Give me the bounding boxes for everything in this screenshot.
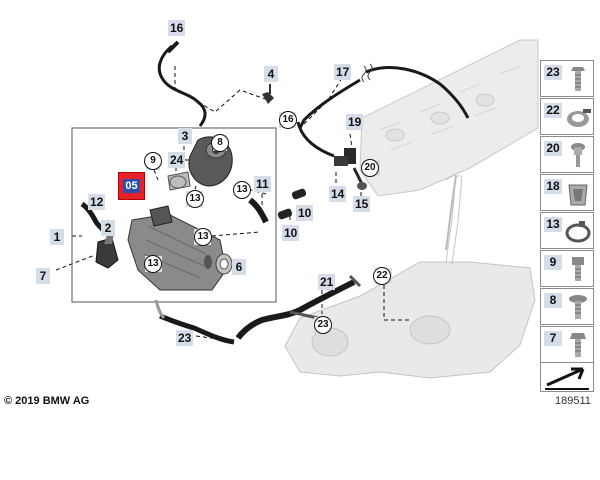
legend-label: 23 <box>544 65 562 80</box>
egr-cooler <box>127 205 233 291</box>
callout-1[interactable]: 1 <box>50 229 64 245</box>
callout-12[interactable]: 12 <box>88 194 106 210</box>
cylinder-head-shape <box>359 39 539 197</box>
bolt-4 <box>262 84 274 104</box>
callout-11[interactable]: 11 <box>254 176 271 192</box>
callout-3[interactable]: 3 <box>178 128 192 144</box>
legend-label: 9 <box>544 255 562 270</box>
legend-item-23[interactable]: 23 <box>540 60 594 97</box>
callout-6[interactable]: 6 <box>232 259 246 275</box>
circled-ref-9: 9 <box>144 152 162 170</box>
callout-17[interactable]: 17 <box>334 64 352 80</box>
hose-clamp-icon <box>565 221 591 243</box>
callout-7[interactable]: 7 <box>36 268 50 284</box>
legend-label: 20 <box>544 141 562 156</box>
egr-pipe-21 <box>235 279 356 340</box>
callout-15[interactable]: 15 <box>353 196 371 212</box>
legend-item-9[interactable]: 9 <box>540 250 594 287</box>
legend-label: 7 <box>544 331 562 346</box>
callout-21[interactable]: 21 <box>318 274 336 290</box>
legend-label: 18 <box>544 179 562 194</box>
coolant-hose-11 <box>248 197 269 224</box>
legend-label: 13 <box>544 217 562 232</box>
callout-10b[interactable]: 10 <box>282 225 300 241</box>
hose-end <box>166 40 180 54</box>
circled-ref-20: 20 <box>361 159 379 177</box>
egr-pipe-23 <box>159 313 235 345</box>
callout-4[interactable]: 4 <box>264 66 278 82</box>
vacuum-hose-16 <box>157 44 207 127</box>
vacuum-line-17 <box>365 66 470 119</box>
break-symbol <box>361 63 373 83</box>
vacuum-line-17b <box>298 78 361 129</box>
highlighted-part-label: 05 <box>123 179 140 193</box>
callout-19[interactable]: 19 <box>346 114 364 130</box>
thermostat-2 <box>95 232 119 269</box>
legend-item-13[interactable]: 13 <box>540 212 594 249</box>
vacuum-line-18 <box>296 121 335 158</box>
intake-manifold-shape <box>284 173 536 379</box>
socket-bolt-icon <box>572 257 584 281</box>
clip-icon <box>568 184 588 206</box>
copyright-notice: © 2019 BMW AG <box>4 395 90 407</box>
gasket-ring-icon <box>567 109 591 127</box>
circled-ref-8: 8 <box>211 134 229 152</box>
circled-ref-16: 16 <box>279 111 297 129</box>
image-number: 189511 <box>555 395 591 407</box>
arrow-icon <box>545 367 589 390</box>
legend-item-20[interactable]: 20 <box>540 136 594 173</box>
highlighted-part-05[interactable]: 05 <box>118 172 145 200</box>
circled-ref-23: 23 <box>314 316 332 334</box>
callout-24[interactable]: 24 <box>168 152 186 168</box>
subassembly-bracket <box>71 127 277 303</box>
circled-ref-13c: 13 <box>144 255 162 273</box>
circled-ref-13a: 13 <box>186 190 204 208</box>
pipe-23-bend <box>154 299 166 320</box>
legend-item-22[interactable]: 22 <box>540 98 594 135</box>
legend-label: 22 <box>544 103 562 118</box>
legend-item-7[interactable]: 7 <box>540 326 594 363</box>
hose-clip-10 <box>277 188 307 220</box>
circled-ref-22: 22 <box>373 267 391 285</box>
circled-ref-13b: 13 <box>194 228 212 246</box>
circled-ref-13d: 13 <box>233 181 251 199</box>
solenoid-valve-19 <box>334 148 367 190</box>
hex-bolt-icon <box>570 333 586 357</box>
callout-16[interactable]: 16 <box>168 20 186 36</box>
callout-2[interactable]: 2 <box>101 220 115 236</box>
callout-10a[interactable]: 10 <box>296 205 314 221</box>
callout-23b[interactable]: 23 <box>176 330 194 346</box>
legend-item-18[interactable]: 18 <box>540 174 594 211</box>
bolt-flange-icon <box>571 67 585 91</box>
legend-label: 8 <box>544 293 562 308</box>
callout-14[interactable]: 14 <box>329 186 347 202</box>
screw-icon <box>571 143 585 167</box>
navigation-arrow-button[interactable] <box>540 362 594 392</box>
flange-bolt-icon <box>569 295 587 319</box>
legend-item-8[interactable]: 8 <box>540 288 594 325</box>
pipe-21-end <box>348 274 362 288</box>
dipstick-tube-line <box>445 175 457 251</box>
